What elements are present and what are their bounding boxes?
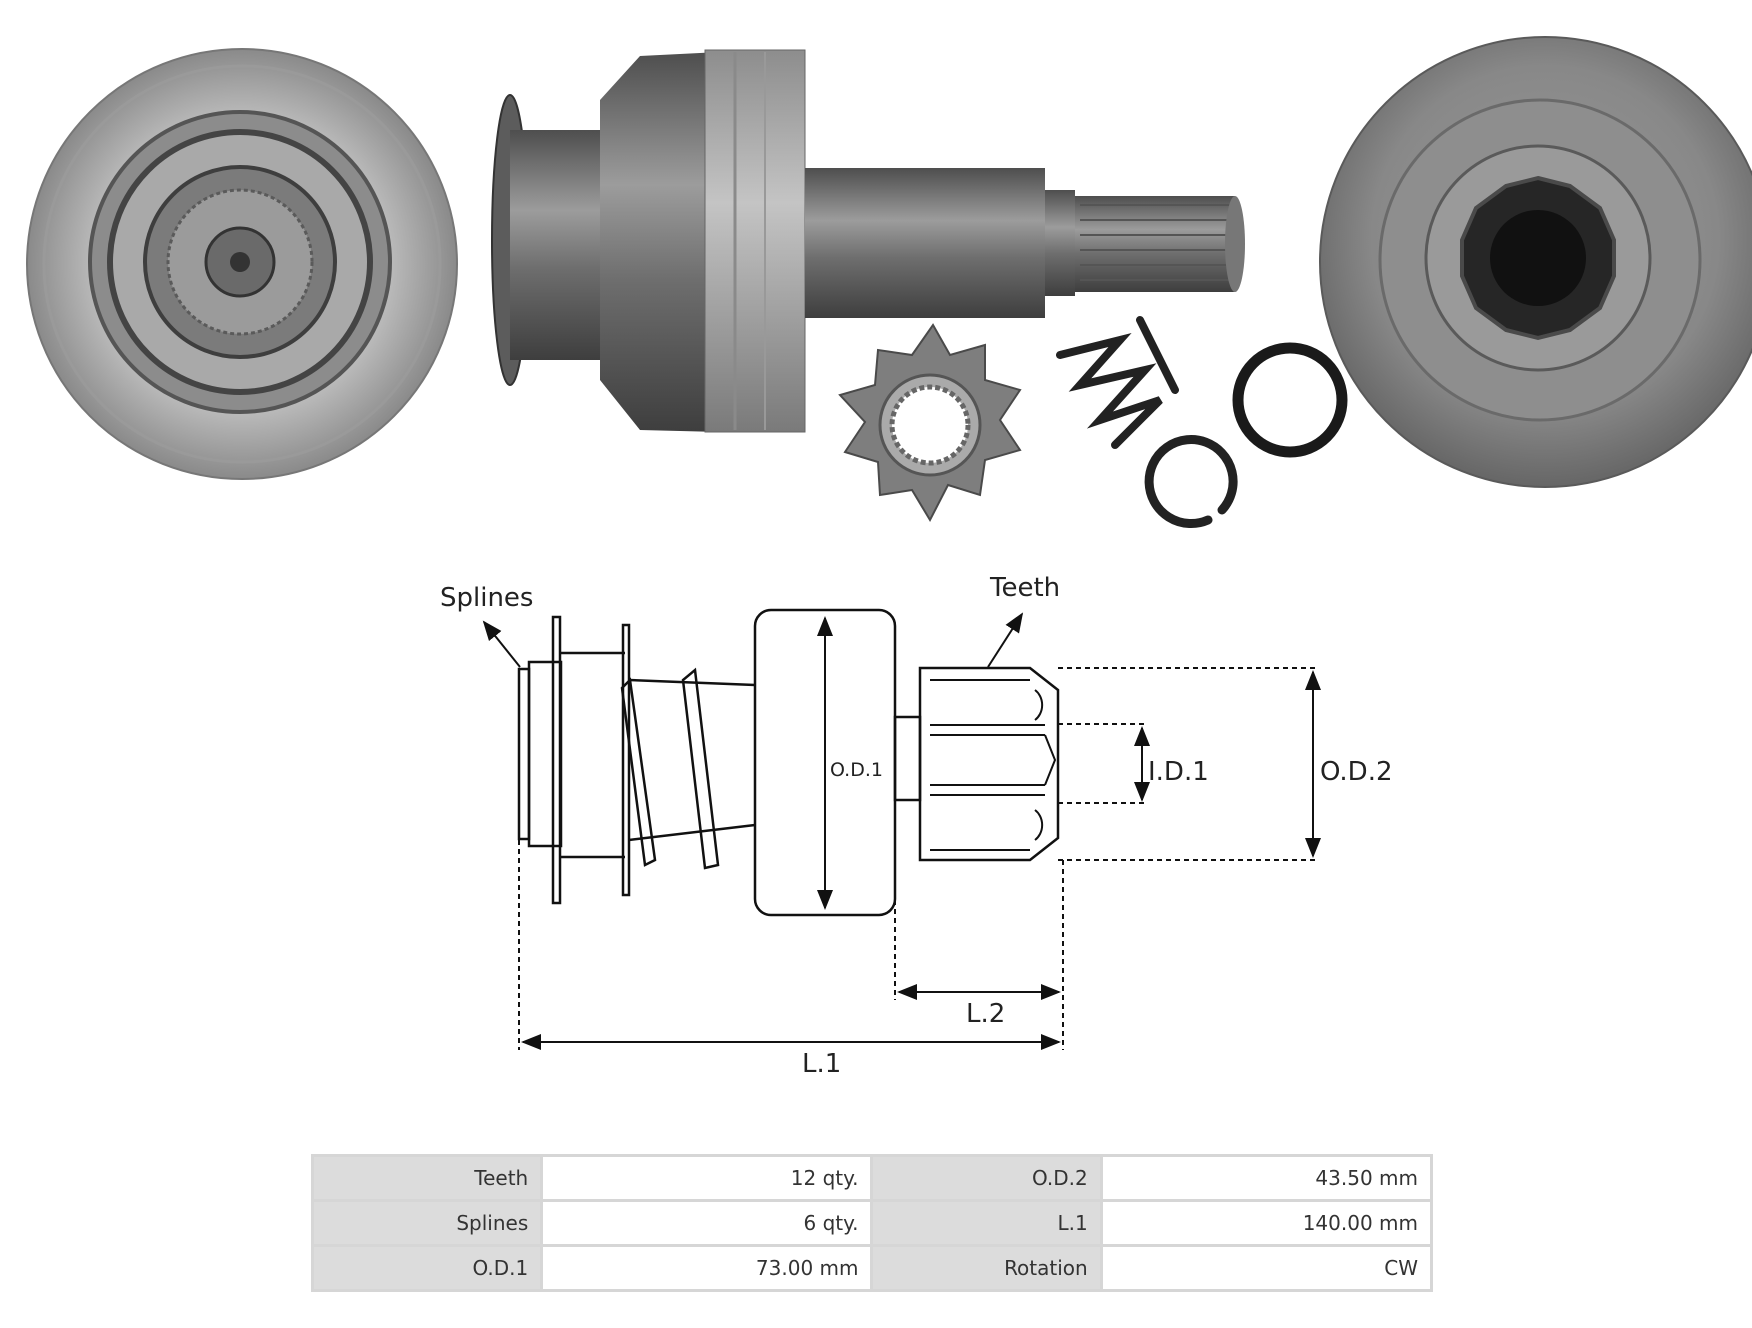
spec-table: Teeth 12 qty. O.D.2 43.50 mm Splines 6 q… xyxy=(311,1154,1433,1292)
drive-end-view-photo xyxy=(26,48,458,480)
spline-end-shape xyxy=(517,667,531,841)
table-row: Teeth 12 qty. O.D.2 43.50 mm xyxy=(314,1157,1430,1199)
label-od2: O.D.2 xyxy=(1320,757,1393,787)
pinion-end-view-photo xyxy=(1319,36,1752,488)
spec-value: 6 qty. xyxy=(543,1202,871,1244)
label-id1: I.D.1 xyxy=(1148,757,1209,787)
label-od1: O.D.1 xyxy=(830,759,883,781)
spec-value: 43.50 mm xyxy=(1102,1157,1430,1199)
spec-key: Teeth xyxy=(314,1157,541,1199)
spec-key: L.1 xyxy=(873,1202,1100,1244)
spec-key: O.D.2 xyxy=(873,1157,1100,1199)
label-l1: L.1 xyxy=(802,1049,841,1079)
spec-value: 12 qty. xyxy=(543,1157,871,1199)
spec-key: Rotation xyxy=(873,1247,1100,1289)
spec-value: 73.00 mm xyxy=(543,1247,871,1289)
spec-value: CW xyxy=(1102,1247,1430,1289)
side-view-photo xyxy=(491,49,1245,433)
snap-ring-icon xyxy=(1144,435,1238,529)
spec-key: Splines xyxy=(314,1202,541,1244)
table-row: O.D.1 73.00 mm Rotation CW xyxy=(314,1247,1430,1289)
spec-key: O.D.1 xyxy=(314,1247,541,1289)
spring-icon xyxy=(1056,316,1179,449)
label-l2: L.2 xyxy=(966,999,1005,1029)
table-row: Splines 6 qty. L.1 140.00 mm xyxy=(314,1202,1430,1244)
technical-diagram xyxy=(517,608,1060,917)
label-splines: Splines xyxy=(440,583,533,613)
pinion-gear-icon xyxy=(838,323,1022,523)
dimension-lines xyxy=(482,612,1321,1050)
label-teeth: Teeth xyxy=(989,573,1060,603)
spec-value: 140.00 mm xyxy=(1102,1202,1430,1244)
o-ring-icon xyxy=(1232,342,1348,458)
